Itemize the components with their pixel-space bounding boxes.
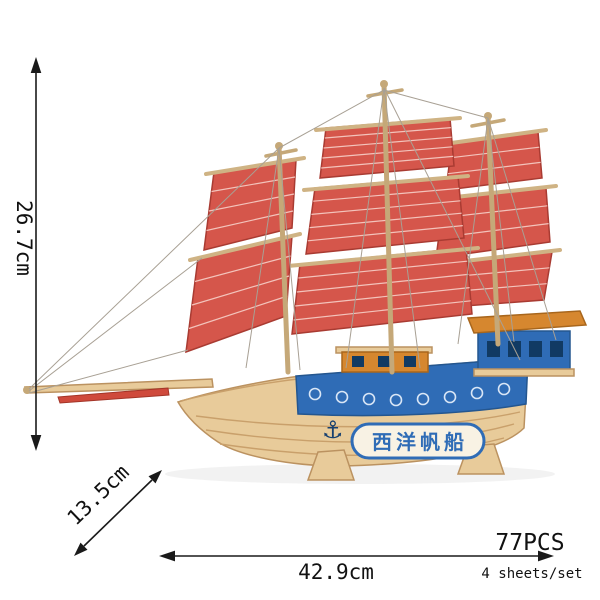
fore-sails <box>185 156 306 354</box>
stern-cabin-roof <box>466 310 588 334</box>
yard-spar <box>204 156 306 176</box>
sail-stripes <box>293 260 471 321</box>
ground-shadow <box>165 464 555 484</box>
sail-stripes <box>188 255 291 330</box>
cabin-window <box>352 356 364 367</box>
depth-arrow-line <box>83 479 153 547</box>
nameplate-text: 西洋帆船 <box>372 430 468 454</box>
main-sails <box>286 116 480 335</box>
display-stand <box>306 443 506 481</box>
yard-spar <box>314 116 462 132</box>
arrow-upright-icon <box>148 470 162 484</box>
mast-top-knob <box>275 142 283 150</box>
height-label: 26.7cm <box>12 200 36 276</box>
nameplate-plate <box>350 422 486 460</box>
wave-pattern <box>308 382 511 407</box>
mizzenmast <box>485 113 501 347</box>
fore-sail-lower <box>185 235 293 354</box>
foremast <box>276 143 291 375</box>
depth-label: 13.5cm <box>63 460 134 530</box>
bowsprit <box>23 378 214 404</box>
bowsprit-red-spar <box>57 387 170 404</box>
bowsprit-tip-knob <box>23 386 31 394</box>
masts <box>264 80 506 375</box>
product-specs: 77PCS 4 sheets/set <box>481 530 582 582</box>
arrow-up-icon <box>30 57 42 73</box>
arrow-downleft-icon <box>74 542 88 556</box>
arrow-left-icon <box>159 550 175 562</box>
stand-leg-front <box>306 449 356 481</box>
sheets-label: 4 sheets/set <box>481 566 582 582</box>
mast-top-knob <box>380 80 388 88</box>
yard-spar <box>442 128 548 146</box>
nameplate: 西洋帆船 <box>350 422 486 460</box>
rigging-lines <box>28 87 557 394</box>
stern-cabin-window <box>550 341 563 357</box>
dimension-width: 42.9cm <box>159 550 554 584</box>
dimension-depth: 13.5cm <box>63 460 162 556</box>
anchor-icon: ⚓ <box>322 416 344 444</box>
stern-deck-trim <box>473 368 575 377</box>
ship-illustration: ⚓ 西洋帆船 <box>23 80 588 481</box>
main-sail-lower <box>291 247 473 335</box>
arrow-down-icon <box>30 435 42 451</box>
yard-spar <box>286 246 480 268</box>
width-label: 42.9cm <box>298 560 374 584</box>
mast-top-knob <box>484 112 492 120</box>
dimension-height: 26.7cm <box>12 57 42 451</box>
piece-count-label: 77PCS <box>495 530 564 556</box>
stern-cabin-window <box>529 341 542 357</box>
mainmast <box>381 81 395 375</box>
cabin-window <box>404 356 416 367</box>
cabin-window <box>378 356 390 367</box>
arrow-right-icon <box>538 550 554 562</box>
